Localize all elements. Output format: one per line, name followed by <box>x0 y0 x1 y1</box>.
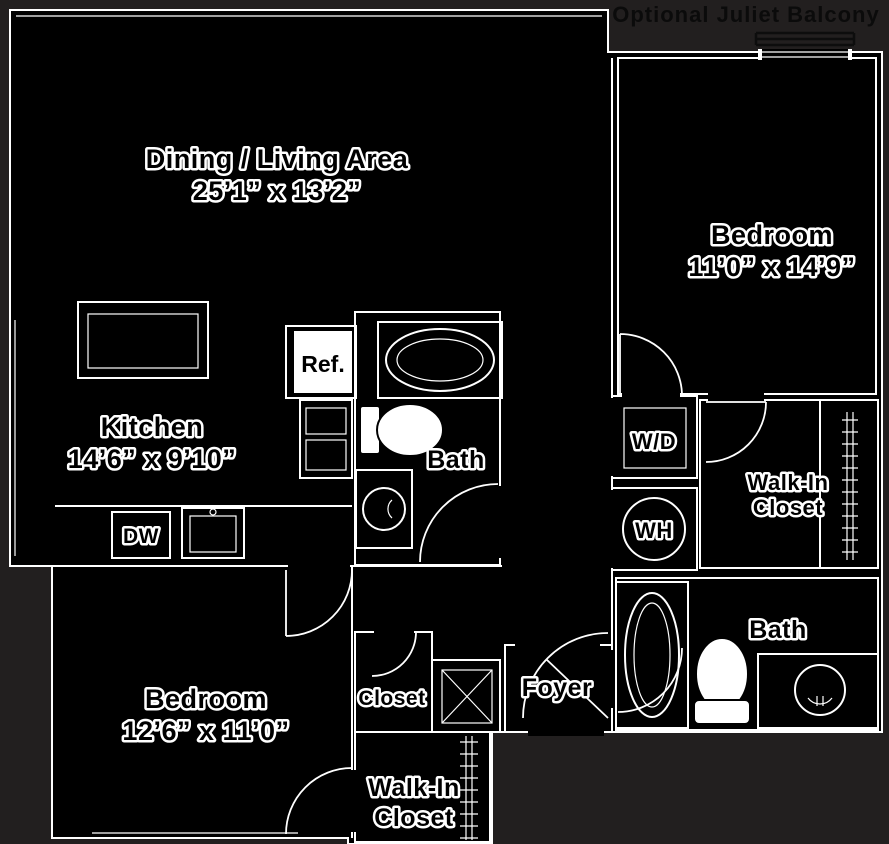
refrigerator-outline <box>285 325 357 399</box>
bath-upper-label: Bath <box>427 446 485 474</box>
closet-rod-lower <box>465 736 473 840</box>
toilet-tank-lower <box>693 699 751 725</box>
balcony-jamb-right <box>848 49 852 60</box>
refrigerator-icon <box>294 331 352 393</box>
bedroom-upper-label: Bedroom <box>711 220 833 250</box>
sink-detail-upper <box>387 499 393 519</box>
closet-rod-right-ticks <box>842 419 858 553</box>
bath-lower-door-arc <box>617 647 683 713</box>
door-arcs <box>285 333 767 835</box>
crossed-box-outer <box>431 659 501 733</box>
sink-icon-lower <box>794 664 846 716</box>
bathtub-icon-upper <box>385 328 495 392</box>
walk-in-lower-door-arc <box>285 767 353 835</box>
bath-lower-label: Bath <box>749 616 807 644</box>
kitchen-sink-bowl <box>189 515 237 553</box>
kitchen-fixtures <box>55 301 357 559</box>
bedroom-lower-door-arc <box>285 569 353 637</box>
balcony-door-threshold <box>762 51 848 58</box>
sink-detail-lower <box>807 696 833 706</box>
foyer-label: Foyer <box>522 674 593 702</box>
kitchen-peninsula <box>77 301 209 379</box>
closet-rods <box>460 412 858 840</box>
walk-in-right-label-2: Closet <box>753 495 823 520</box>
washer-dryer-icon <box>623 407 687 469</box>
balcony-jamb-left <box>758 49 762 60</box>
walk-in-closet-right-walls <box>699 399 879 569</box>
bedroom-lower-dims: 12’6” x 11’0” <box>122 716 289 746</box>
kitchen-label: Kitchen <box>101 412 204 442</box>
door-openings <box>288 49 848 832</box>
dining-living-dims: 25’1” x 13’2” <box>193 176 362 206</box>
closet-rod-right <box>846 412 854 560</box>
crossed-box-marker <box>431 659 501 733</box>
range-detail-2 <box>305 439 347 471</box>
crossed-box-x <box>441 669 493 724</box>
kitchen-sink-icon <box>181 507 245 559</box>
bedroom-upper-dims: 11’0” x 14’9” <box>688 252 855 282</box>
bathtub-inner-lower <box>633 602 671 708</box>
bath-upper-door-arc <box>419 483 499 563</box>
range-detail-1 <box>305 407 347 435</box>
water-heater-icon <box>622 497 686 561</box>
dishwasher-icon <box>111 511 171 559</box>
balcony-railing-icon <box>754 31 856 47</box>
refrigerator-label: Ref. <box>301 351 344 377</box>
bathtub-inner-upper <box>396 338 484 382</box>
closet-door-arc <box>371 631 417 677</box>
walk-in-lower-label-1: Walk-In <box>368 774 459 802</box>
vanity-lower <box>757 653 879 729</box>
walk-in-lower-label-2: Closet <box>374 804 454 832</box>
kitchen-dims: 14’6” x 9’10” <box>68 444 237 474</box>
bathtub-alcove-upper <box>377 321 503 399</box>
room-labels: Dining / Living Area 25’1” x 13’2” Bedro… <box>65 142 857 835</box>
dishwasher-label: DW <box>123 525 159 548</box>
vanity-upper <box>355 469 413 549</box>
walk-in-right-door-arc <box>705 401 767 463</box>
water-heater-label: WH <box>635 518 673 543</box>
entry-door-arc <box>522 632 609 719</box>
walk-in-right-label-1: Walk-In <box>748 470 829 495</box>
range-icon <box>299 399 353 479</box>
toilet-icon-upper <box>376 403 444 457</box>
sink-icon-upper <box>362 487 406 531</box>
bathtub-alcove-lower <box>615 581 689 729</box>
balcony-caption: Optional Juliet Balcony <box>612 2 879 27</box>
bathtub-icon-lower <box>624 592 680 718</box>
crossed-box-inner <box>441 669 493 724</box>
bath-lower-fixtures <box>615 581 879 729</box>
closet-rod-lower-ticks <box>460 741 478 839</box>
dining-living-label: Dining / Living Area <box>146 144 409 174</box>
utility-fixtures <box>622 407 687 561</box>
kitchen-peninsula-inner <box>87 313 199 369</box>
bath-upper-fixtures <box>355 321 503 549</box>
washer-dryer-label: W/D <box>632 429 676 454</box>
closet-label: Closet <box>358 687 425 710</box>
kitchen-faucet <box>209 508 217 516</box>
bedroom-lower-label: Bedroom <box>145 684 267 714</box>
bedroom-upper-door-arc <box>619 333 683 397</box>
